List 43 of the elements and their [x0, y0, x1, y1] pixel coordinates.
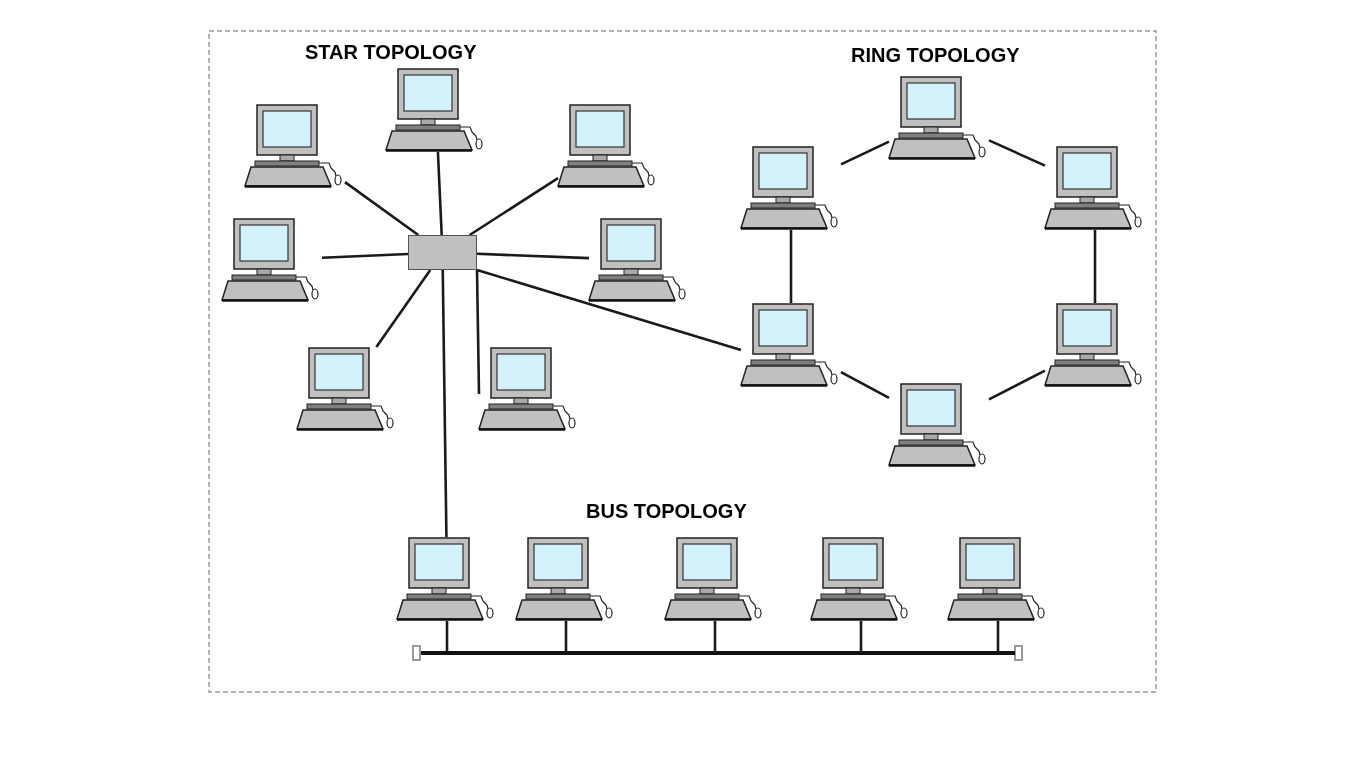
network-cable	[1093, 230, 1097, 303]
network-cable	[476, 268, 742, 352]
network-cable	[859, 621, 863, 651]
network-cable	[441, 270, 448, 537]
computer-icon	[1045, 303, 1145, 387]
section-title: BUS TOPOLOGY	[586, 500, 747, 523]
computer-icon	[889, 76, 989, 160]
network-cable	[713, 621, 717, 651]
computer-icon	[665, 537, 765, 621]
network-cable	[840, 140, 890, 166]
computer-icon	[1045, 146, 1145, 230]
computer-icon	[245, 104, 345, 188]
computer-icon	[222, 218, 322, 302]
computer-icon	[741, 146, 841, 230]
network-cable	[996, 621, 1000, 651]
network-cable	[564, 621, 568, 651]
computer-icon	[558, 104, 658, 188]
computer-icon	[397, 537, 497, 621]
computer-icon	[589, 218, 689, 302]
network-cable	[840, 370, 890, 400]
network-hub	[408, 235, 477, 270]
computer-icon	[386, 68, 486, 152]
section-title: STAR TOPOLOGY	[305, 41, 477, 64]
network-cable	[375, 269, 432, 348]
bus-cable	[421, 651, 1015, 655]
network-cable	[988, 369, 1046, 401]
computer-icon	[516, 537, 616, 621]
network-cable	[445, 621, 449, 651]
computer-icon	[479, 347, 579, 431]
section-title: RING TOPOLOGY	[851, 44, 1020, 67]
computer-icon	[297, 347, 397, 431]
network-cable	[321, 252, 409, 260]
computer-icon	[741, 303, 841, 387]
network-cable	[789, 230, 793, 303]
network-cable	[344, 181, 420, 237]
network-cable	[988, 139, 1046, 167]
network-cable	[476, 252, 590, 260]
network-cable	[436, 151, 443, 236]
computer-icon	[889, 383, 989, 467]
network-cable	[469, 177, 559, 237]
network-cable	[475, 269, 481, 395]
computer-icon	[811, 537, 911, 621]
computer-icon	[948, 537, 1048, 621]
